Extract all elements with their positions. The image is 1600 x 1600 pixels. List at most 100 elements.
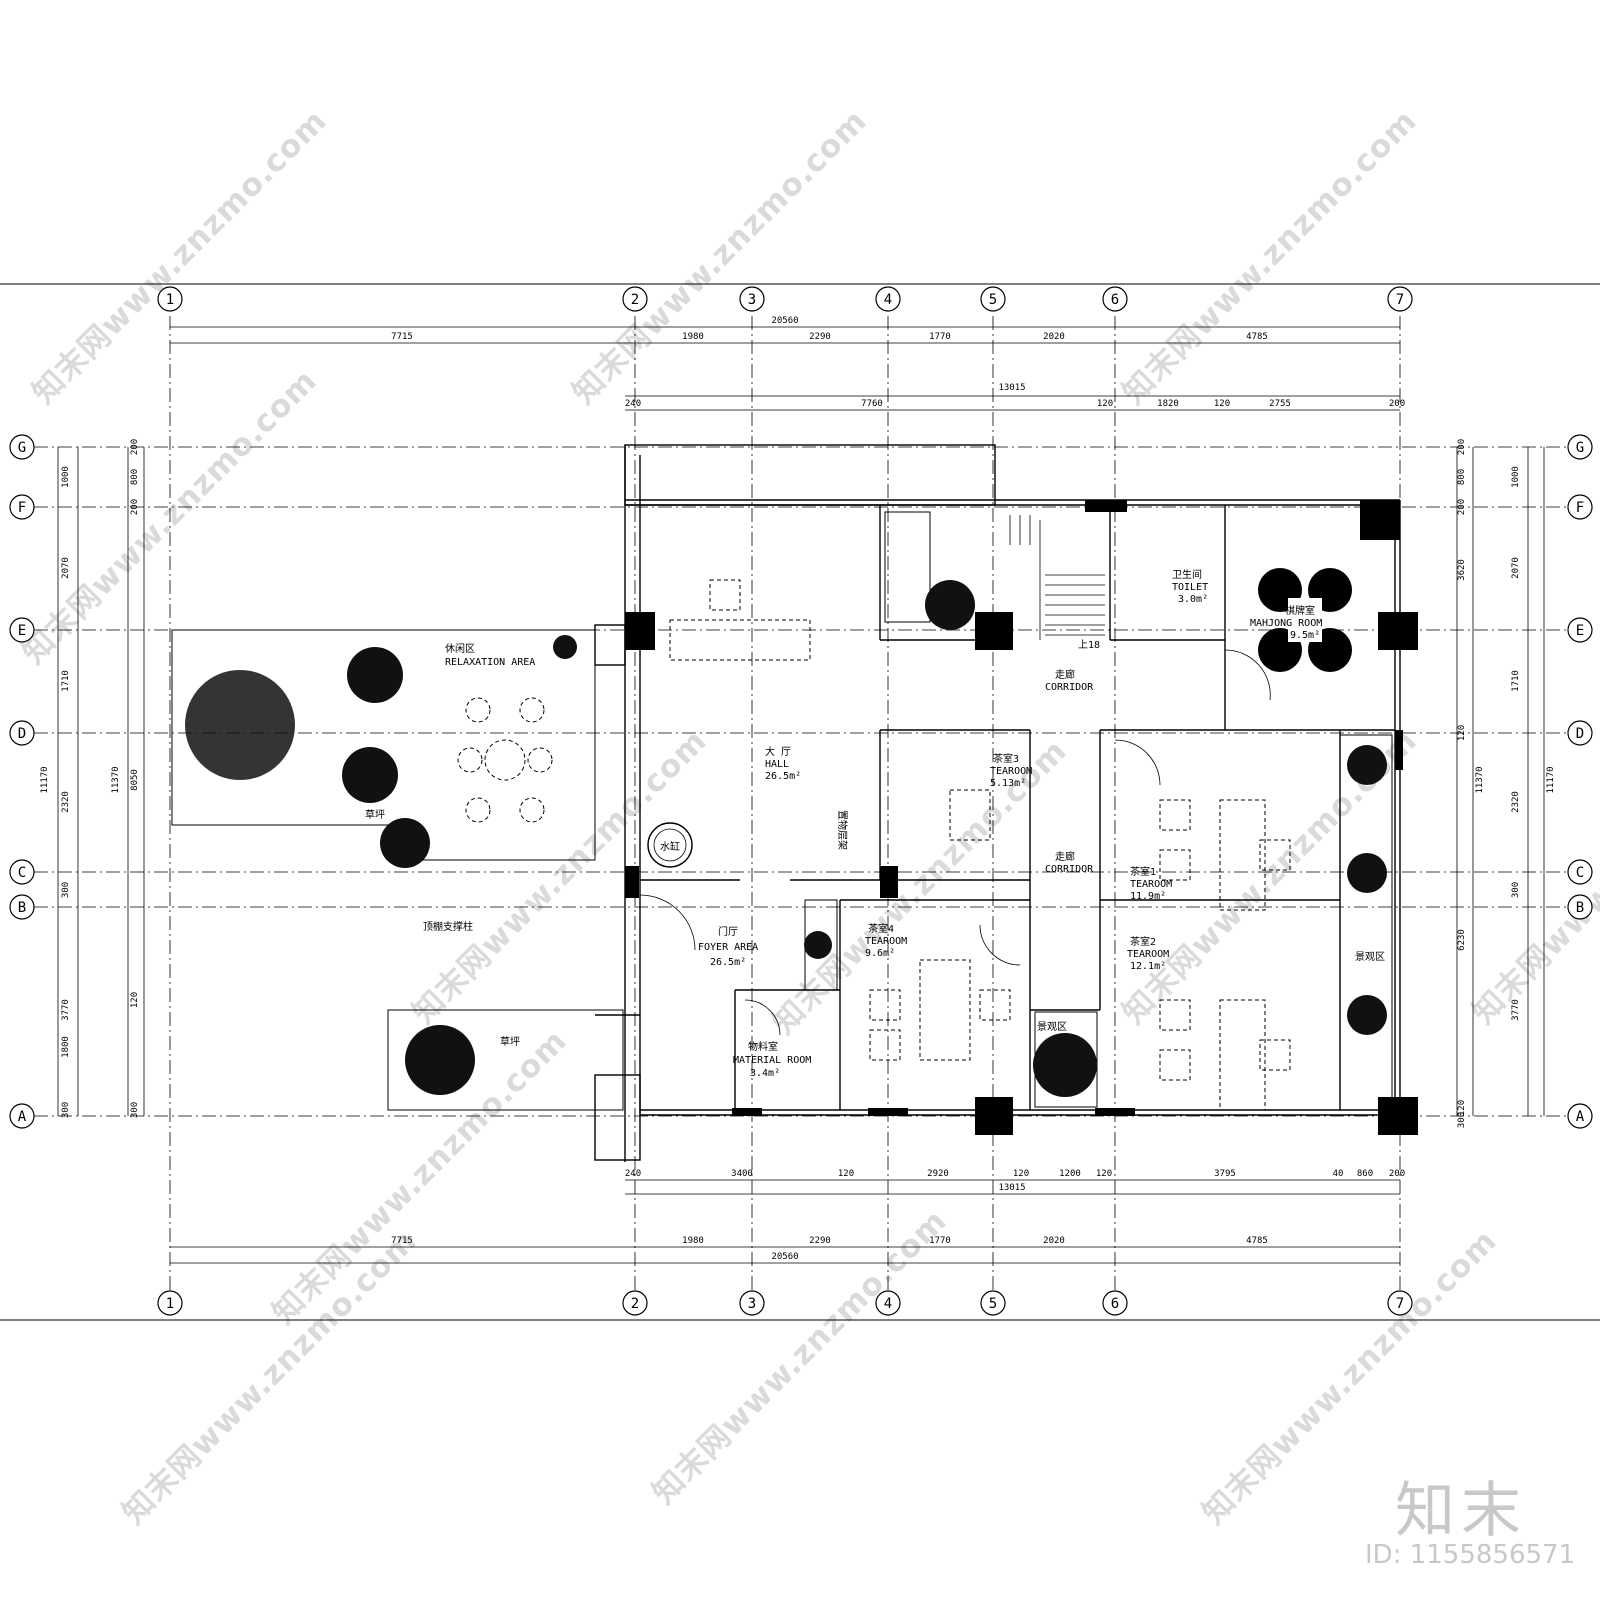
svg-text:5: 5: [989, 292, 997, 308]
dim-right-small-0: 200: [1457, 439, 1467, 455]
dim-bottom-total: 20560: [771, 1252, 798, 1262]
axis-bubble-bottom-4: 4: [875, 1290, 901, 1316]
svg-text:7: 7: [1396, 1296, 1404, 1312]
axis-bubble-bottom-7: 7: [1387, 1290, 1413, 1316]
stair-up-label: 上18: [1078, 639, 1100, 651]
axis-bubble-top-5: 5: [980, 286, 1006, 312]
relaxation-cn: 休闲区: [445, 642, 475, 655]
axis-bubble-bottom-5: 5: [980, 1290, 1006, 1316]
dim-bottom-span-1: 1980: [682, 1236, 704, 1246]
dim-right-small-2: 200: [1457, 499, 1467, 515]
corridor2-en: CORRIDOR: [1045, 864, 1094, 875]
material-area: 3.4m²: [750, 1068, 780, 1079]
dim-top-span-4: 2020: [1043, 332, 1065, 342]
dim-right-span-5: 3770: [1511, 999, 1521, 1021]
axis-bubble-left-B: B: [9, 894, 35, 920]
dim-left-small-0: 200: [130, 439, 140, 455]
axis-bubble-right-D: D: [1567, 720, 1593, 746]
svg-text:2: 2: [631, 292, 639, 308]
svg-text:3: 3: [748, 1296, 756, 1312]
axis-bubble-right-F: F: [1567, 494, 1593, 520]
dim-left-span-4: 300: [61, 882, 71, 898]
dim-inner-top-span-6: 200: [1389, 399, 1405, 409]
dim-right-small-7: 300: [1457, 1112, 1467, 1128]
svg-text:E: E: [1576, 623, 1584, 639]
mahjong-cn: 棋牌室: [1285, 604, 1315, 617]
dim-bottom-span-4: 2020: [1043, 1236, 1065, 1246]
svg-text:G: G: [1576, 440, 1584, 456]
axis-bubble-left-G: G: [9, 434, 35, 460]
dim-inner-top-total: 13015: [998, 383, 1025, 393]
axis-bubble-bottom-1: 1: [157, 1290, 183, 1316]
storage-rack-label: 置物层架: [836, 810, 849, 850]
tearoom3-en: TEAROOM: [990, 766, 1032, 777]
axis-bubble-top-4: 4: [875, 286, 901, 312]
lawn-top-label: 草坪: [365, 808, 385, 821]
tearoom2-en: TEAROOM: [1127, 949, 1169, 960]
dim-left-span-3: 2320: [61, 791, 71, 813]
tearoom4-area: 9.6m²: [865, 948, 895, 959]
axis-bubble-bottom-2: 2: [622, 1290, 648, 1316]
dimension-lines: [57, 326, 1545, 1264]
water-tank-label: 水缸: [660, 840, 680, 853]
svg-text:4: 4: [884, 292, 892, 308]
water-tank-inner: [653, 828, 687, 862]
axis-bubble-left-A: A: [9, 1103, 35, 1129]
axis-bubble-top-2: 2: [622, 286, 648, 312]
dim-inner-top-span-3: 1820: [1157, 399, 1179, 409]
axis-bubble-top-1: 1: [157, 286, 183, 312]
svg-text:D: D: [18, 726, 26, 742]
dim-bottom-span-2: 2290: [809, 1236, 831, 1246]
corridor1-en: CORRIDOR: [1045, 682, 1094, 693]
image-id: ID: 1155856571: [1365, 1540, 1576, 1570]
dim-left-total-0: 11170: [40, 766, 50, 793]
dim-left-span-7: 300: [61, 1102, 71, 1118]
lawn-bottom-label: 草坪: [500, 1035, 520, 1048]
dim-bottom-span-3: 1770: [929, 1236, 951, 1246]
axis-bubble-top-3: 3: [739, 286, 765, 312]
dim-left-span-2: 1710: [61, 670, 71, 692]
dim-left-small-3: 120: [130, 992, 140, 1008]
dim-top-span-5: 4785: [1246, 332, 1268, 342]
brand-logo: 知末: [1395, 1476, 1527, 1546]
axis-bubble-top-6: 6: [1102, 286, 1128, 312]
axis-bubble-left-C: C: [9, 859, 35, 885]
toilet-area: 3.0m²: [1178, 594, 1208, 605]
svg-text:G: G: [18, 440, 26, 456]
svg-text:C: C: [18, 865, 26, 881]
axis-lines: [34, 316, 1566, 1290]
dim-right-span-3: 2320: [1511, 791, 1521, 813]
svg-text:F: F: [18, 500, 26, 516]
dim-left-small-4: 300: [130, 1102, 140, 1118]
svg-text:1: 1: [166, 292, 174, 308]
foyer-area: 26.5m²: [710, 957, 746, 968]
dim-top-span-0: 7715: [391, 332, 413, 342]
tearoom1-cn: 茶室1: [1130, 865, 1156, 878]
dim-top-span-1: 1980: [682, 332, 704, 342]
hall-en: HALL: [765, 759, 789, 770]
dim-right-span-1: 2070: [1511, 557, 1521, 579]
toilet-en: TOILET: [1172, 582, 1208, 593]
svg-text:B: B: [1576, 900, 1584, 916]
tearoom1-en: TEAROOM: [1130, 879, 1172, 890]
axis-bubble-bottom-3: 3: [739, 1290, 765, 1316]
dim-right-small-6: 120: [1457, 1100, 1467, 1116]
material-en: MATERIAL ROOM: [733, 1055, 811, 1066]
room-labels: 休闲区 RELAXATION AREA 草坪 草坪 大 厅 HALL 26.5m…: [365, 568, 1385, 1079]
svg-text:E: E: [18, 623, 26, 639]
landscape-areas: [171, 511, 1393, 1111]
dim-top-span-3: 1770: [929, 332, 951, 342]
dim-left-span-6: 1800: [61, 1036, 71, 1058]
axis-bubble-right-G: G: [1567, 434, 1593, 460]
walls: [594, 444, 1401, 1162]
dim-inner-bottom-span-9: 860: [1357, 1169, 1373, 1179]
dim-inner-bottom-span-5: 1200: [1059, 1169, 1081, 1179]
axis-bubble-top-7: 7: [1387, 286, 1413, 312]
dim-inner-top-span-1: 7760: [861, 399, 883, 409]
canopy-column-label: 顶棚支撑柱: [423, 920, 473, 933]
landscape1-label: 景观区: [1037, 1021, 1067, 1033]
foyer-en: FOYER AREA: [698, 942, 758, 953]
furniture: [457, 579, 1291, 1111]
